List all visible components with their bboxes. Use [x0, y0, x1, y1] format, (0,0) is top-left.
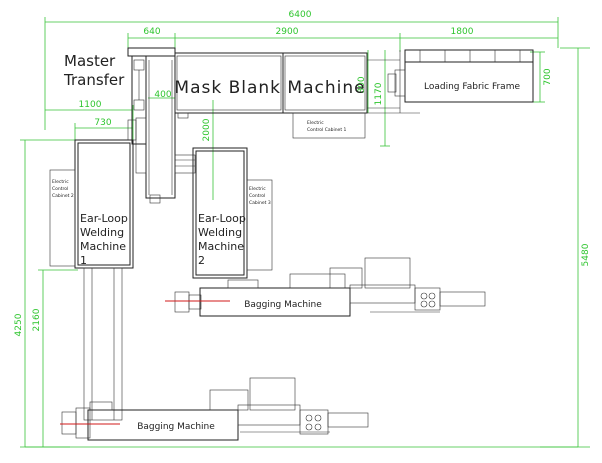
bagging-machine-upper-label: Bagging Machine — [244, 300, 322, 310]
dim-left-lower: 2160 — [32, 308, 42, 331]
control-cabinet-1 — [292, 112, 366, 139]
master-transfer-unit — [127, 47, 176, 204]
control-cabinet-3 — [246, 179, 273, 271]
ear-loop-1-label-1: Ear-Loop — [80, 212, 128, 225]
dim-loading-width: 1800 — [451, 27, 474, 37]
bagging-machine-lower-label: Bagging Machine — [137, 422, 215, 432]
dim-mask-height: 800 — [357, 76, 367, 93]
ear-loop-2-label-4: 2 — [198, 254, 205, 267]
ear-loop-1-label-4: 1 — [80, 254, 87, 267]
dim-master-width: 640 — [143, 27, 160, 37]
cabinet-3-label-2: Control — [249, 193, 265, 199]
cabinet-3-label-1: Electric — [249, 186, 266, 192]
cabinet-3-label-3: Cabinet 3 — [249, 200, 271, 206]
dim-width-730: 730 — [94, 118, 111, 128]
master-transfer-label-2: Transfer — [63, 71, 125, 89]
control-cabinet-2 — [49, 169, 76, 267]
dim-mask-overall-height: 1170 — [374, 82, 384, 105]
dim-overall-height: 5480 — [581, 243, 591, 266]
master-transfer-label-1: Master — [64, 52, 116, 70]
ear-loop-2-label-1: Ear-Loop — [198, 212, 246, 225]
cabinet-2-label-3: Cabinet 2 — [52, 193, 74, 199]
dim-loading-height: 700 — [543, 68, 553, 85]
dim-overall-width: 6400 — [289, 10, 312, 20]
ear-loop-1-label-3: Machine — [80, 240, 126, 253]
bagging-machine-lower — [60, 377, 369, 441]
dim-conveyor-400: 400 — [154, 90, 171, 100]
dim-mask-width: 2900 — [276, 27, 299, 37]
dim-conveyor-2000: 2000 — [202, 118, 212, 141]
dim-left-height: 4250 — [14, 313, 24, 336]
mask-blank-machine-label: Mask Blank Machine — [174, 78, 365, 98]
ear-loop-welding-machine-1 — [74, 139, 134, 421]
bagging-machine-upper — [165, 257, 486, 317]
dimension-lines — [20, 17, 590, 448]
ear-loop-2-label-2: Welding — [198, 226, 242, 239]
cabinet-1-label-2: Control Cabinet 1 — [307, 127, 347, 133]
cabinet-2-label-2: Control — [52, 186, 68, 192]
ear-loop-2-label-3: Machine — [198, 240, 244, 253]
loading-fabric-frame — [387, 49, 534, 113]
loading-fabric-frame-label: Loading Fabric Frame — [424, 82, 520, 92]
ear-loop-1-label-2: Welding — [80, 226, 124, 239]
cabinet-2-label-1: Electric — [52, 179, 69, 185]
cabinet-1-label-1: Electric — [307, 120, 324, 126]
dim-width-1100: 1100 — [79, 100, 102, 110]
